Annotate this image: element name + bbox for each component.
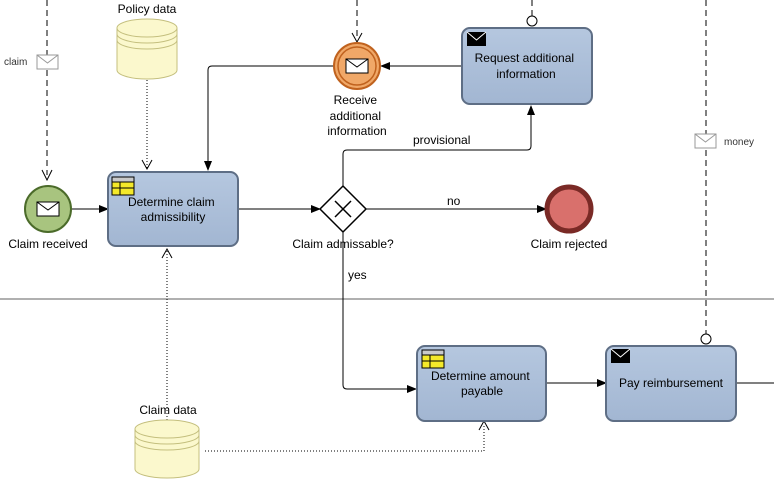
send-envelope-icon <box>466 31 487 46</box>
flow-label-no: no <box>447 194 461 208</box>
envelope-icon <box>345 58 369 74</box>
task-pay-reimbursement[interactable]: Pay reimbursement <box>605 345 737 422</box>
intermediate-event-receive-info[interactable]: Receive additional information <box>327 42 387 138</box>
gateway-label: Claim admissable? <box>292 237 394 251</box>
sequence-flows <box>72 62 774 393</box>
event-label-claim-rejected: Claim rejected <box>531 237 608 251</box>
datastore-claim-data[interactable]: Claim data <box>134 403 200 479</box>
start-event-claim-received[interactable]: Claim received <box>8 185 88 251</box>
send-envelope-icon <box>610 348 631 363</box>
message-flow-request <box>526 0 538 27</box>
event-label-claim-received: Claim received <box>8 237 87 251</box>
datastore-label-claim: Claim data <box>139 403 197 417</box>
envelope-icon <box>36 201 60 217</box>
task-label: Determine claim admissibility <box>128 195 218 224</box>
message-flow-receive <box>351 0 363 44</box>
message-envelope-icon <box>694 133 717 149</box>
business-rule-icon <box>111 176 135 196</box>
task-determine-claim-admissibility[interactable]: Determine claim admissibility <box>107 171 239 247</box>
task-label: Request additional information <box>475 51 578 81</box>
message-flow-money: money <box>694 0 754 345</box>
message-label-money: money <box>724 137 754 148</box>
message-label-claim: claim <box>4 57 27 68</box>
association-policy-data <box>141 80 153 171</box>
end-event-claim-rejected[interactable]: Claim rejected <box>531 184 608 251</box>
message-envelope-icon <box>36 54 59 70</box>
datastore-policy-data[interactable]: Policy data <box>116 2 178 80</box>
flow-label-yes: yes <box>348 268 367 282</box>
task-request-additional-information[interactable]: Request additional information <box>461 27 593 105</box>
exclusive-gateway-icon <box>334 200 352 218</box>
task-label: Determine amount payable <box>431 369 533 398</box>
database-icon <box>134 419 200 479</box>
message-flow-claim: claim <box>4 0 59 182</box>
datastore-label-policy: Policy data <box>118 2 177 16</box>
flow-label-provisional: provisional <box>413 133 470 147</box>
database-icon <box>116 18 178 80</box>
association-claim-data-to-admissibility <box>161 247 173 420</box>
business-rule-icon <box>421 349 445 369</box>
association-claim-data-to-amount <box>205 419 490 452</box>
task-determine-amount-payable[interactable]: Determine amount payable <box>416 345 547 422</box>
event-label-receive-info: Receive additional information <box>327 93 386 138</box>
exclusive-gateway-claim-admissable[interactable]: Claim admissable? <box>292 184 394 251</box>
task-label: Pay reimbursement <box>619 376 724 390</box>
